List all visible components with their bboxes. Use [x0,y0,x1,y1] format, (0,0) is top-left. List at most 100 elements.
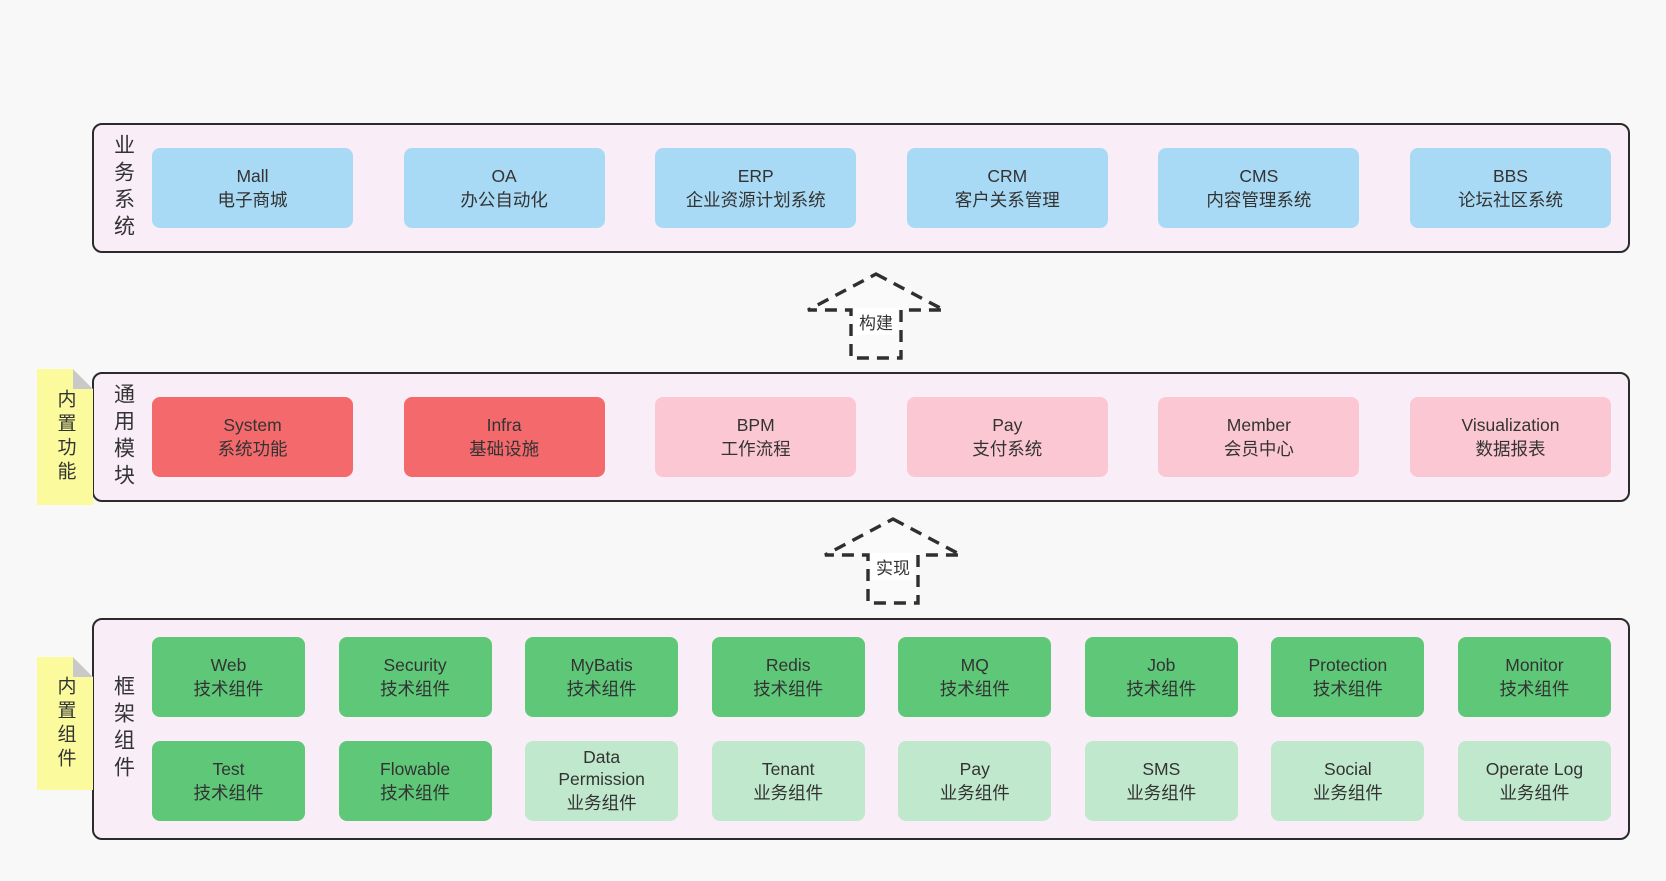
box-title: Member [1226,414,1291,435]
box-title: MQ [960,654,989,675]
box-title: Test [212,758,245,779]
box-subtitle: 支付系统 [972,439,1043,459]
box-subtitle: 业务组件 [753,783,824,803]
biz-components-row: Test 技术组件 Flowable 技术组件 Data Permission … [152,741,1611,821]
box-title: Social [1324,758,1372,779]
box-title: Pay [992,414,1023,435]
box-subtitle: 技术组件 [1499,679,1570,699]
component-box-data-permission: Data Permission 业务组件 [525,741,679,821]
box-subtitle: 业务组件 [939,783,1010,803]
box-title: Infra [486,414,522,435]
module-box-bpm: BPM 工作流程 [655,397,857,477]
business-systems-panel: 业务系统 Mall 电子商城 OA 办公自动化 ERP 企业资源计划系统 CRM… [92,123,1630,253]
box-title: Redis [765,654,811,675]
box-subtitle: 技术组件 [1126,679,1197,699]
box-subtitle: 论坛社区系统 [1457,190,1563,210]
box-subtitle: 业务组件 [1499,783,1570,803]
box-subtitle: 技术组件 [939,679,1010,699]
common-modules-label-text: 通用模块 [111,383,135,491]
box-title: OA [491,165,517,186]
component-box-mq: MQ 技术组件 [898,637,1052,717]
business-systems-label-text: 业务系统 [111,134,135,242]
builtin-features-note-text: 内置功能 [54,389,76,485]
box-subtitle: 基础设施 [469,439,540,459]
builtin-features-note: 内置功能 [37,369,93,505]
box-title: CRM [987,165,1028,186]
box-title: Monitor [1505,654,1564,675]
box-subtitle: 业务组件 [1126,783,1197,803]
component-box-security: Security 技术组件 [338,637,492,717]
box-subtitle: 技术组件 [380,679,451,699]
box-subtitle: 电子商城 [217,190,288,210]
business-systems-label: 业务系统 [94,125,152,251]
module-box-infra: Infra 基础设施 [403,397,605,477]
component-box-sms: SMS 业务组件 [1084,741,1238,821]
box-title: MyBatis [570,654,633,675]
box-title: Visualization [1461,414,1560,435]
component-box-protection: Protection 技术组件 [1271,637,1425,717]
framework-components-boxes: Web 技术组件 Security 技术组件 MyBatis 技术组件 Redi… [152,620,1628,838]
common-modules-boxes: System 系统功能 Infra 基础设施 BPM 工作流程 Pay 支付系统… [152,374,1628,500]
box-title: BPM [736,414,775,435]
module-box-visualization: Visualization 数据报表 [1409,397,1611,477]
framework-components-panel: 框架组件 Web 技术组件 Security 技术组件 MyBatis 技术组件… [92,618,1630,840]
component-box-tenant: Tenant 业务组件 [711,741,865,821]
box-title: Data Permission [558,746,645,789]
common-modules-label: 通用模块 [94,374,152,500]
business-systems-boxes: Mall 电子商城 OA 办公自动化 ERP 企业资源计划系统 CRM 客户关系… [152,125,1628,251]
box-subtitle: 业务组件 [1312,783,1383,803]
box-subtitle: 技术组件 [566,679,637,699]
box-title: Operate Log [1485,758,1584,779]
box-title: Mall [236,165,269,186]
component-box-flowable: Flowable 技术组件 [338,741,492,821]
component-box-web: Web 技术组件 [152,637,305,717]
component-box-test: Test 技术组件 [152,741,305,821]
build-arrow: 构建 [806,272,946,360]
box-title: System [223,414,282,435]
build-arrow-label: 构建 [854,308,898,335]
builtin-components-note: 内置组件 [37,657,93,790]
box-subtitle: 会员中心 [1223,439,1294,459]
box-subtitle: 技术组件 [753,679,824,699]
component-box-mybatis: MyBatis 技术组件 [525,637,679,717]
box-title: Security [383,654,447,675]
framework-components-label-text: 框架组件 [111,675,135,783]
box-title: Protection [1308,654,1388,675]
box-subtitle: 技术组件 [193,679,264,699]
component-box-job: Job 技术组件 [1084,637,1238,717]
box-subtitle: 工作流程 [720,439,791,459]
box-title: BBS [1492,165,1528,186]
implement-arrow-label: 实现 [871,553,915,580]
box-subtitle: 技术组件 [1312,679,1383,699]
business-box-oa: OA 办公自动化 [403,148,605,228]
box-title: CMS [1239,165,1279,186]
module-box-system: System 系统功能 [152,397,353,477]
note-fold-corner-icon [73,657,93,677]
box-title: Tenant [761,758,815,779]
box-subtitle: 客户关系管理 [954,190,1060,210]
box-subtitle: 业务组件 [566,792,637,813]
box-subtitle: 系统功能 [217,439,288,459]
box-title: Flowable [380,758,451,779]
component-box-social: Social 业务组件 [1271,741,1425,821]
box-subtitle: 技术组件 [380,783,451,803]
box-title: ERP [737,165,774,186]
business-box-crm: CRM 客户关系管理 [906,148,1108,228]
component-box-monitor: Monitor 技术组件 [1457,637,1611,717]
box-title: Pay [959,758,990,779]
builtin-components-note-text: 内置组件 [54,675,76,772]
box-title: Job [1147,654,1176,675]
module-box-pay: Pay 支付系统 [906,397,1108,477]
business-box-mall: Mall 电子商城 [152,148,353,228]
box-title: SMS [1142,758,1181,779]
module-box-member: Member 会员中心 [1158,397,1360,477]
box-title: Web [210,654,247,675]
implement-arrow: 实现 [823,517,963,605]
component-box-redis: Redis 技术组件 [711,637,865,717]
business-box-bbs: BBS 论坛社区系统 [1409,148,1611,228]
component-box-operate-log: Operate Log 业务组件 [1457,741,1611,821]
box-subtitle: 技术组件 [193,783,264,803]
box-subtitle: 内容管理系统 [1206,190,1312,210]
framework-components-label: 框架组件 [94,620,152,838]
